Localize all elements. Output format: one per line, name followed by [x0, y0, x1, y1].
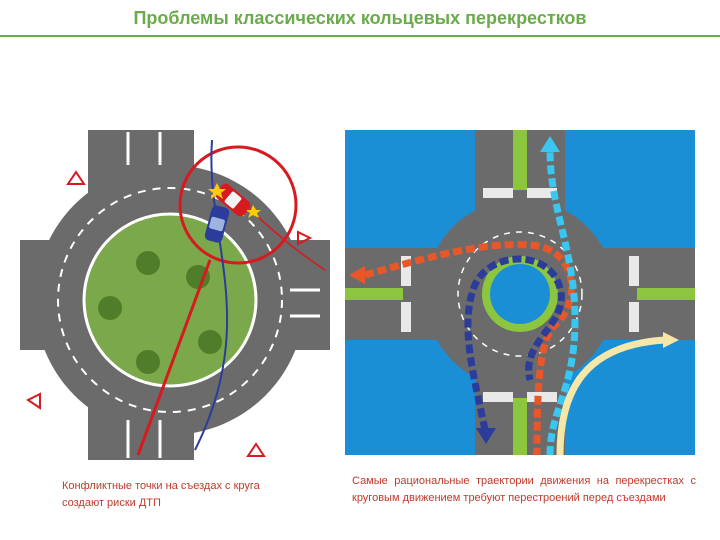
blue-car-icon — [204, 205, 230, 243]
vehicle-path — [194, 139, 229, 451]
title-divider — [0, 35, 720, 37]
arrow-icon — [540, 136, 560, 152]
left-caption: Конфликтные точки на съездах с круга соз… — [62, 480, 260, 509]
arrow-icon — [476, 428, 496, 444]
conflict-zone-circle — [178, 145, 298, 265]
right-caption: Самые рациональные траектории движения н… — [352, 475, 696, 504]
lane-markings — [126, 132, 320, 458]
ring-lane-dashes — [457, 231, 583, 357]
modern-roundabout-diagram — [345, 130, 695, 455]
central-pond — [490, 264, 550, 324]
ring-lane-dashes — [57, 187, 283, 413]
trajectory-navy — [464, 255, 565, 431]
page-title: Проблемы классических кольцевых перекрес… — [133, 8, 587, 28]
arrow-icon — [663, 332, 679, 348]
classic-roundabout-diagram — [20, 130, 330, 460]
trajectory-orange — [364, 241, 575, 455]
crosswalks — [401, 188, 639, 402]
red-car-icon — [215, 183, 251, 217]
trajectory-cyan — [546, 149, 579, 455]
arrow-icon — [349, 266, 365, 284]
yield-triangle-icon — [26, 170, 313, 457]
conflict-pointer — [136, 259, 212, 456]
trajectory-cream — [556, 336, 666, 455]
trees — [98, 251, 222, 374]
collision-star-icon — [208, 183, 261, 218]
medians — [345, 130, 695, 455]
